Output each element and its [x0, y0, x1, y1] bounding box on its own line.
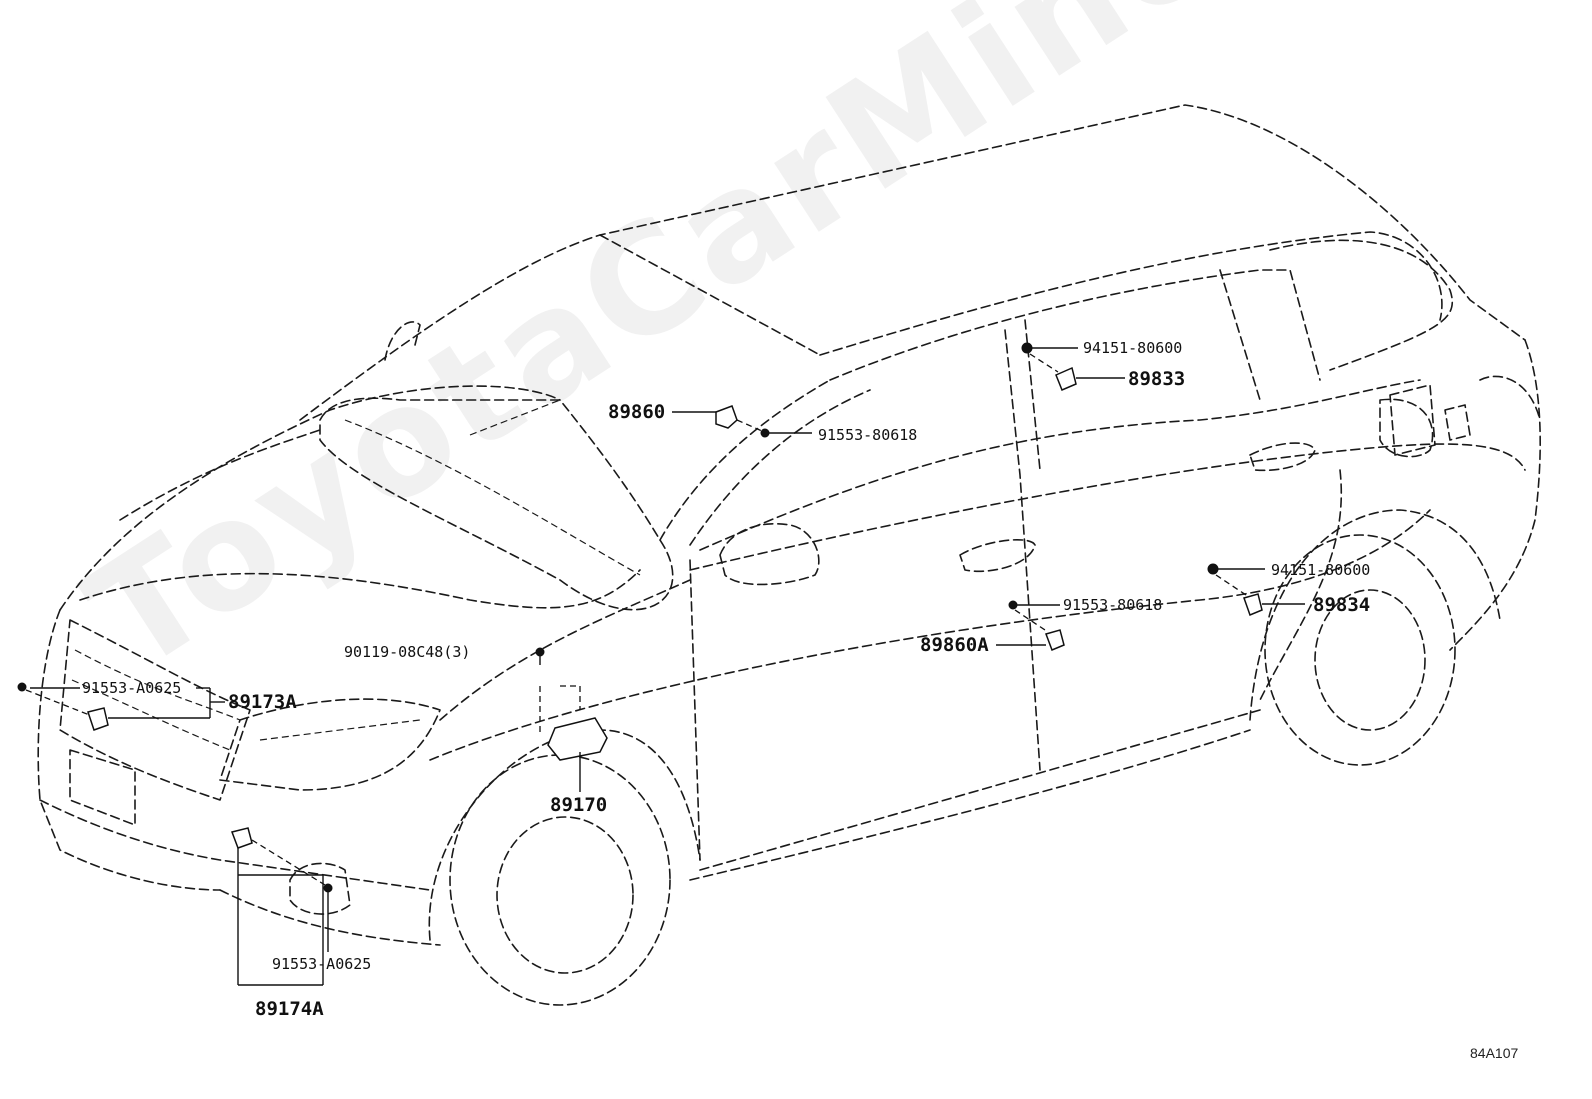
label-89834: 89834 [1313, 594, 1370, 616]
part-89174A [231, 827, 333, 986]
car-body [37, 104, 1542, 1006]
part-89860 [672, 405, 738, 429]
label-89170: 89170 [550, 794, 607, 816]
label-89833: 89833 [1128, 368, 1185, 390]
label-91553-80618-top: 91553-80618 [818, 426, 917, 444]
label-90119-08C48: 90119-08C48(3) [344, 643, 470, 661]
label-91553-A0625-front: 91553-A0625 [82, 679, 181, 697]
bolt-91553-80618-top [736, 419, 812, 438]
label-94151-80600-rear: 94151-80600 [1271, 561, 1370, 579]
part-labels: 89860 91553-80618 94151-80600 89833 9415… [82, 339, 1518, 1061]
part-89834 [1207, 563, 1305, 616]
label-91553-A0625-low: 91553-A0625 [272, 955, 371, 973]
part-89170 [535, 647, 608, 792]
label-94151-80600-top: 94151-80600 [1083, 339, 1182, 357]
label-89173A: 89173A [228, 691, 297, 713]
part-89833 [1021, 342, 1125, 391]
label-89174A: 89174A [255, 998, 324, 1020]
label-89860: 89860 [608, 401, 665, 423]
diagram-code: 84A107 [1470, 1045, 1518, 1061]
label-91553-80618-mid: 91553-80618 [1063, 596, 1162, 614]
part-89860A [996, 600, 1065, 651]
label-89860A: 89860A [920, 634, 989, 656]
part-89173A [17, 682, 225, 731]
